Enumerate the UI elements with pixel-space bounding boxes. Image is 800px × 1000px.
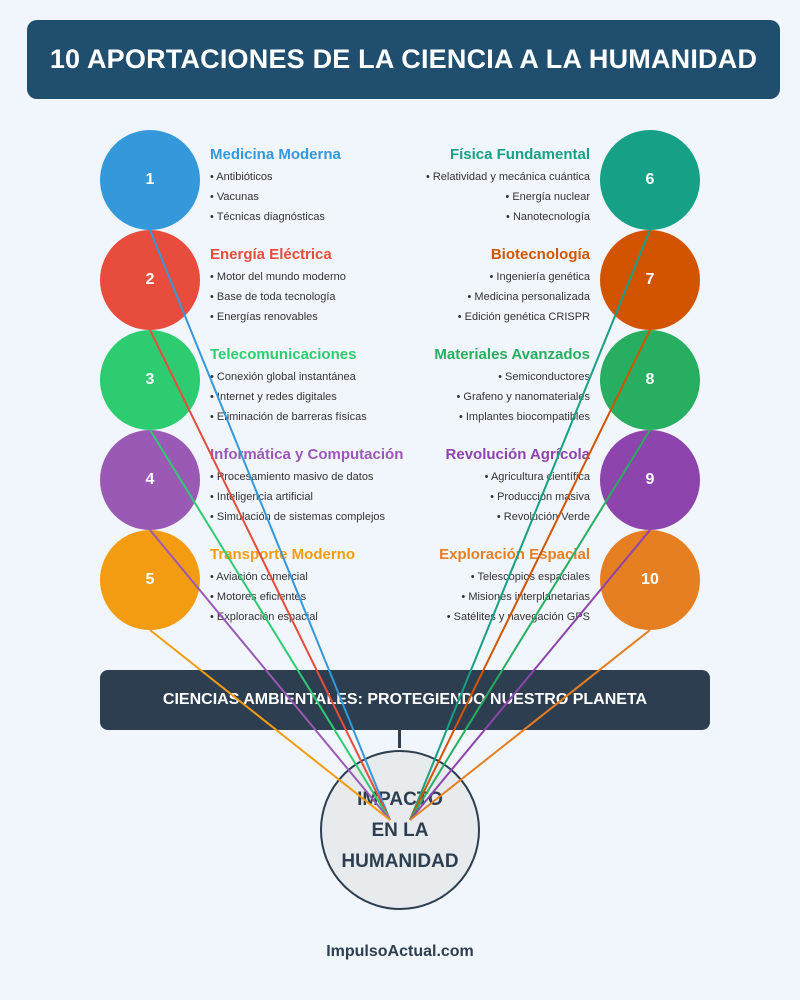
- contribution-heading: Medicina Moderna: [210, 146, 341, 163]
- contribution-item: • Vacunas: [210, 191, 259, 203]
- contribution-block-8: Materiales Avanzados • Semiconductores • G…: [375, 345, 590, 427]
- number-circle-6: 6: [600, 130, 700, 230]
- contribution-item: • Agricultura científica: [484, 471, 590, 483]
- contribution-item: • Antibióticos: [210, 171, 273, 183]
- contribution-block-7: Biotecnología • Ingeniería genética • Medi…: [375, 245, 590, 327]
- contribution-item: • Semiconductores: [498, 371, 590, 383]
- impact-line-3: HUMANIDAD: [341, 850, 459, 872]
- contribution-item: • Misiones interplanetarias: [461, 591, 590, 603]
- page-title: 10 APORTACIONES DE LA CIENCIA A LA HUMAN…: [49, 44, 758, 74]
- contribution-list: • Agricultura científica • Producción mas…: [375, 467, 590, 527]
- number-circle-2: 2: [100, 230, 200, 330]
- contribution-item: • Edición genética CRISPR: [457, 311, 590, 323]
- footer-credit: ImpulsoActual.com: [326, 943, 474, 960]
- environment-banner: CIENCIAS AMBIENTALES: PROTEGIENDO NUESTR…: [100, 670, 710, 730]
- contribution-heading: Revolución Agrícola: [445, 446, 590, 463]
- contribution-heading: Física Fundamental: [449, 146, 590, 163]
- contribution-list: • Antibióticos • Vacunas • Técnicas diagnó…: [210, 167, 425, 227]
- number-circle-4: 4: [100, 430, 200, 530]
- contribution-item: • Producción masiva: [490, 491, 590, 503]
- contribution-item: • Medicina personalizada: [467, 291, 590, 303]
- number-circle-9: 9: [600, 430, 700, 530]
- number-circle-10: 10: [600, 530, 700, 630]
- contribution-block-6: Física Fundamental • Relatividad y mecáni…: [375, 145, 590, 227]
- environment-banner-label: CIENCIAS AMBIENTALES: PROTEGIENDO NUESTR…: [162, 691, 648, 708]
- contribution-block-1: Medicina Moderna• Antibióticos• Vacunas•…: [210, 145, 425, 227]
- contribution-item: • Técnicas diagnósticas: [210, 211, 325, 223]
- contribution-heading: Materiales Avanzados: [434, 346, 590, 363]
- contribution-item: • Satélites y navegación GPS: [446, 611, 590, 623]
- number-circle-5: 5: [100, 530, 200, 630]
- contribution-heading: Exploración Espacial: [439, 546, 590, 563]
- number-circle-3: 3: [100, 330, 200, 430]
- title-banner: 10 APORTACIONES DE LA CIENCIA A LA HUMAN…: [27, 20, 780, 99]
- contribution-list: • Telescopios espaciales • Misiones inter…: [375, 567, 590, 627]
- number-circle-1: 1: [100, 130, 200, 230]
- connector-stem: [398, 730, 401, 748]
- number-circle-8: 8: [600, 330, 700, 430]
- contribution-item: • Grafeno y nanomateriales: [456, 391, 590, 403]
- contribution-list: • Semiconductores • Grafeno y nanomateria…: [375, 367, 590, 427]
- impact-circle: IMPACTO EN LA HUMANIDAD: [320, 750, 480, 910]
- contribution-list: • Relatividad y mecánica cuántica • Energ…: [375, 167, 590, 227]
- contribution-item: • Ingeniería genética: [489, 271, 590, 283]
- impact-line-2: EN LA: [371, 819, 429, 841]
- contribution-item: • Telescopios espaciales: [470, 571, 590, 583]
- number-circle-7: 7: [600, 230, 700, 330]
- contribution-item: • Implantes biocompatibles: [458, 411, 590, 423]
- contribution-heading: Biotecnología: [490, 246, 590, 263]
- contribution-item: • Relatividad y mecánica cuántica: [425, 171, 590, 183]
- impact-line-1: IMPACTO: [357, 788, 443, 810]
- contribution-list: • Ingeniería genética • Medicina personal…: [375, 267, 590, 327]
- contribution-item: • Energía nuclear: [505, 191, 590, 203]
- contribution-block-9: Revolución Agrícola • Agricultura científ…: [375, 445, 590, 527]
- contribution-item: • Revolución Verde: [496, 511, 590, 523]
- contribution-block-10: Exploración Espacial • Telescopios espaci…: [375, 545, 590, 627]
- contribution-item: • Nanotecnología: [506, 211, 590, 223]
